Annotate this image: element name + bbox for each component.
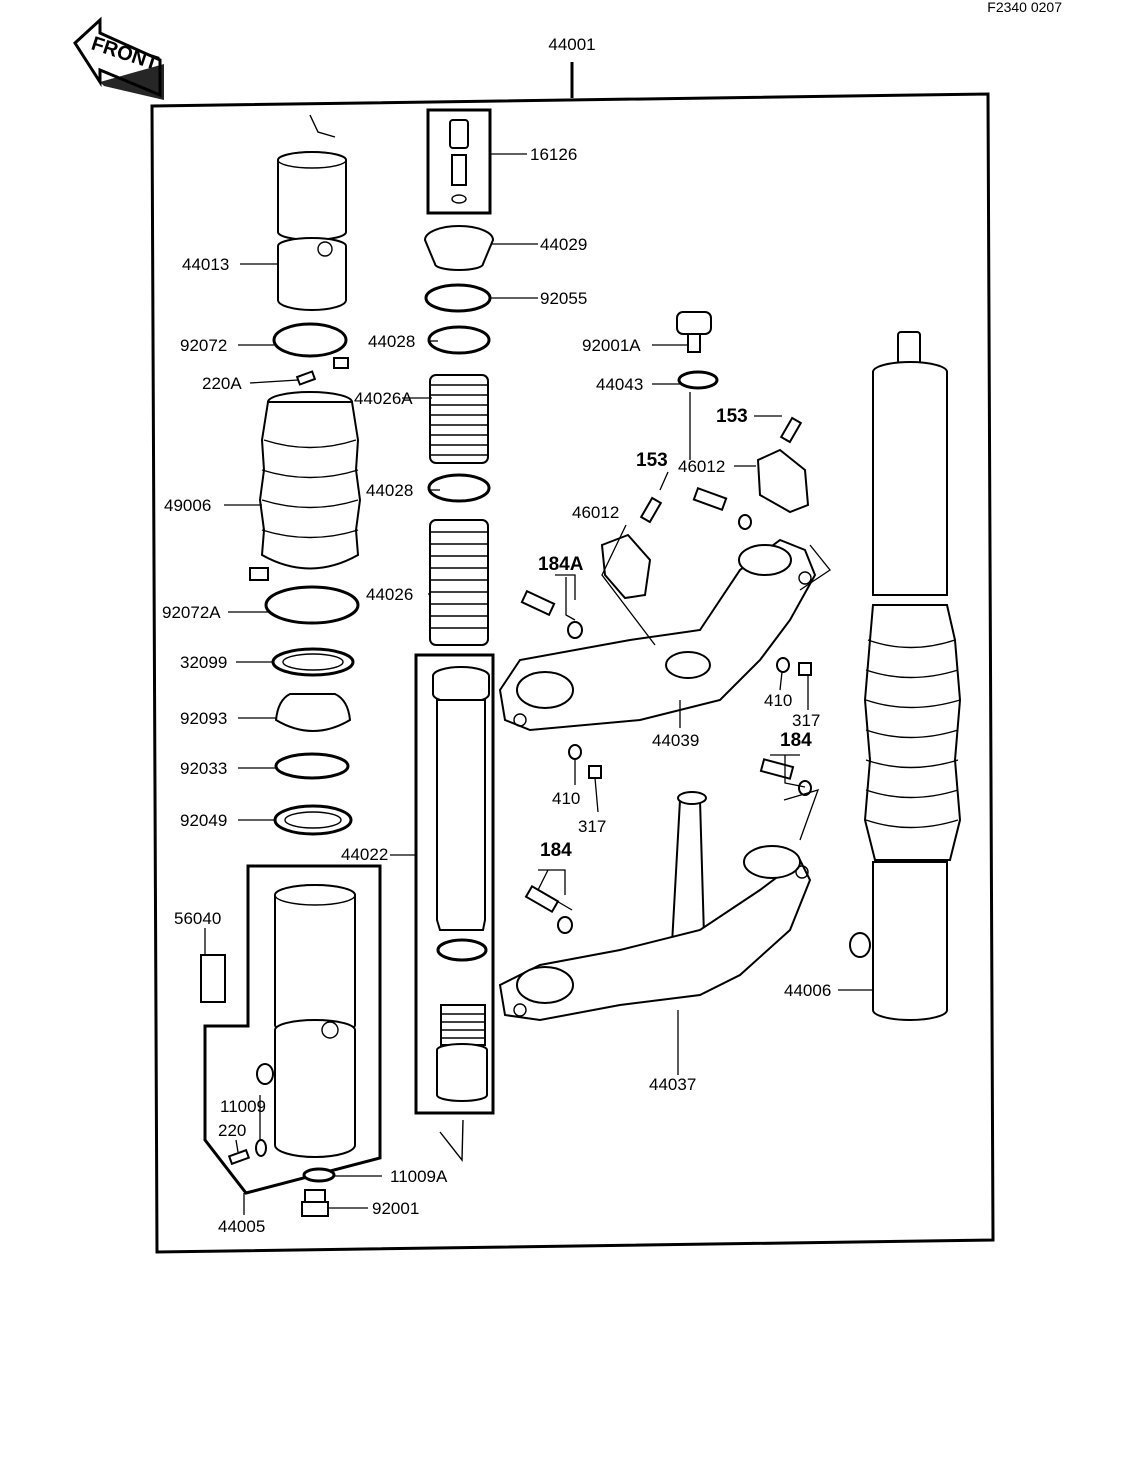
cap-46012-right (756, 448, 810, 514)
label-44028-lower: 44028 (366, 481, 413, 500)
label-32099: 32099 (180, 653, 227, 672)
washer-nut-410-317-right (776, 657, 812, 676)
washer-11009 (255, 1139, 267, 1157)
seal-92093 (274, 693, 352, 732)
main-frame (150, 62, 995, 1254)
label-56040: 56040 (174, 909, 221, 928)
leader-lines (204, 153, 873, 1215)
clamp-92072A-screw (249, 567, 269, 581)
label-49006: 49006 (164, 496, 211, 515)
label-220: 220 (218, 1121, 246, 1140)
cut-mark (309, 114, 336, 138)
inner-tube-44022 (432, 666, 490, 1102)
label-92093: 92093 (180, 709, 227, 728)
bolt-and-washer-upper (692, 486, 752, 530)
label-92072A: 92072A (162, 603, 221, 622)
label-92072: 92072 (180, 336, 227, 355)
screw-220 (227, 1148, 251, 1166)
clamp-screw-head (333, 357, 349, 369)
screw-220A (295, 370, 317, 386)
bolt-153-left (639, 496, 663, 524)
label-11009: 11009 (220, 1097, 266, 1116)
label-44026A: 44026A (354, 389, 413, 408)
label-44037: 44037 (649, 1075, 696, 1094)
label-44026: 44026 (366, 585, 413, 604)
label-11009A: 11009A (390, 1167, 448, 1186)
label-44022: 44022 (341, 845, 388, 864)
front-arrow-icon: FRONT (73, 16, 164, 100)
outer-tube-kit-box (203, 864, 382, 1195)
diagram-code: F2340 0207 (987, 0, 1062, 15)
label-92001A: 92001A (582, 336, 641, 355)
label-44005: 44005 (218, 1217, 265, 1236)
label-44028-upper: 44028 (368, 332, 415, 351)
valve-box (426, 108, 492, 215)
label-410-center: 410 (552, 789, 580, 808)
label-44039: 44039 (652, 731, 699, 750)
label-317-center: 317 (578, 817, 606, 836)
o-ring-92055 (424, 283, 492, 313)
label-44013: 44013 (182, 255, 229, 274)
cap-46012-left (600, 533, 652, 600)
spacer-44028-lower (427, 473, 491, 503)
label-317-right: 317 (792, 711, 820, 730)
label-153-left: 153 (636, 450, 668, 471)
label-92001: 92001 (372, 1199, 419, 1218)
label-92033: 92033 (180, 759, 227, 778)
label-56040 (200, 954, 226, 1003)
label-92049: 92049 (180, 811, 227, 830)
label-16126: 16126 (530, 145, 577, 164)
label-44001: 44001 (548, 35, 595, 54)
fork-boot-49006 (258, 391, 362, 570)
bolt-153-right (779, 416, 803, 444)
label-44029: 44029 (540, 235, 587, 254)
clamp-92072A (264, 585, 360, 625)
dust-seal-32099 (271, 647, 355, 677)
washer-nut-410-317-center (568, 744, 602, 779)
label-184-right: 184 (780, 730, 812, 751)
label-44043: 44043 (596, 375, 643, 394)
label-184A: 184A (538, 554, 584, 575)
label-46012-right: 46012 (678, 457, 725, 476)
washer-11009A (302, 1167, 336, 1183)
upper-bracket-44039 (498, 538, 817, 732)
spacer-44028-upper (427, 325, 491, 355)
label-46012-left: 46012 (572, 503, 619, 522)
steering-stem-44037 (498, 791, 812, 1022)
clamp-92072 (272, 322, 348, 358)
spring-44026A (429, 374, 489, 464)
label-92055: 92055 (540, 289, 587, 308)
bolt-92001 (301, 1189, 329, 1217)
air-valve-16126 (449, 119, 469, 204)
label-410-right: 410 (764, 691, 792, 710)
outer-tube-44005 (256, 884, 356, 1158)
cap-bolt-44029 (423, 225, 495, 271)
bushing-92049 (273, 804, 353, 836)
label-220A: 220A (202, 374, 242, 393)
bolt-92001A (676, 311, 712, 353)
label-184-center: 184 (540, 840, 572, 861)
washer-44043 (677, 370, 719, 390)
spring-44026 (429, 519, 489, 646)
bolt-184-right (759, 758, 812, 796)
tube-cover (277, 151, 347, 311)
fork-assembly-44006 (849, 331, 962, 1021)
circlip-92033 (274, 752, 350, 780)
bolt-184-center (524, 884, 573, 934)
inner-tube-box (414, 653, 495, 1115)
bolt-184A (520, 589, 583, 639)
cut-mark-lower (439, 1119, 464, 1162)
label-44006: 44006 (784, 981, 831, 1000)
label-153-right: 153 (716, 406, 748, 427)
